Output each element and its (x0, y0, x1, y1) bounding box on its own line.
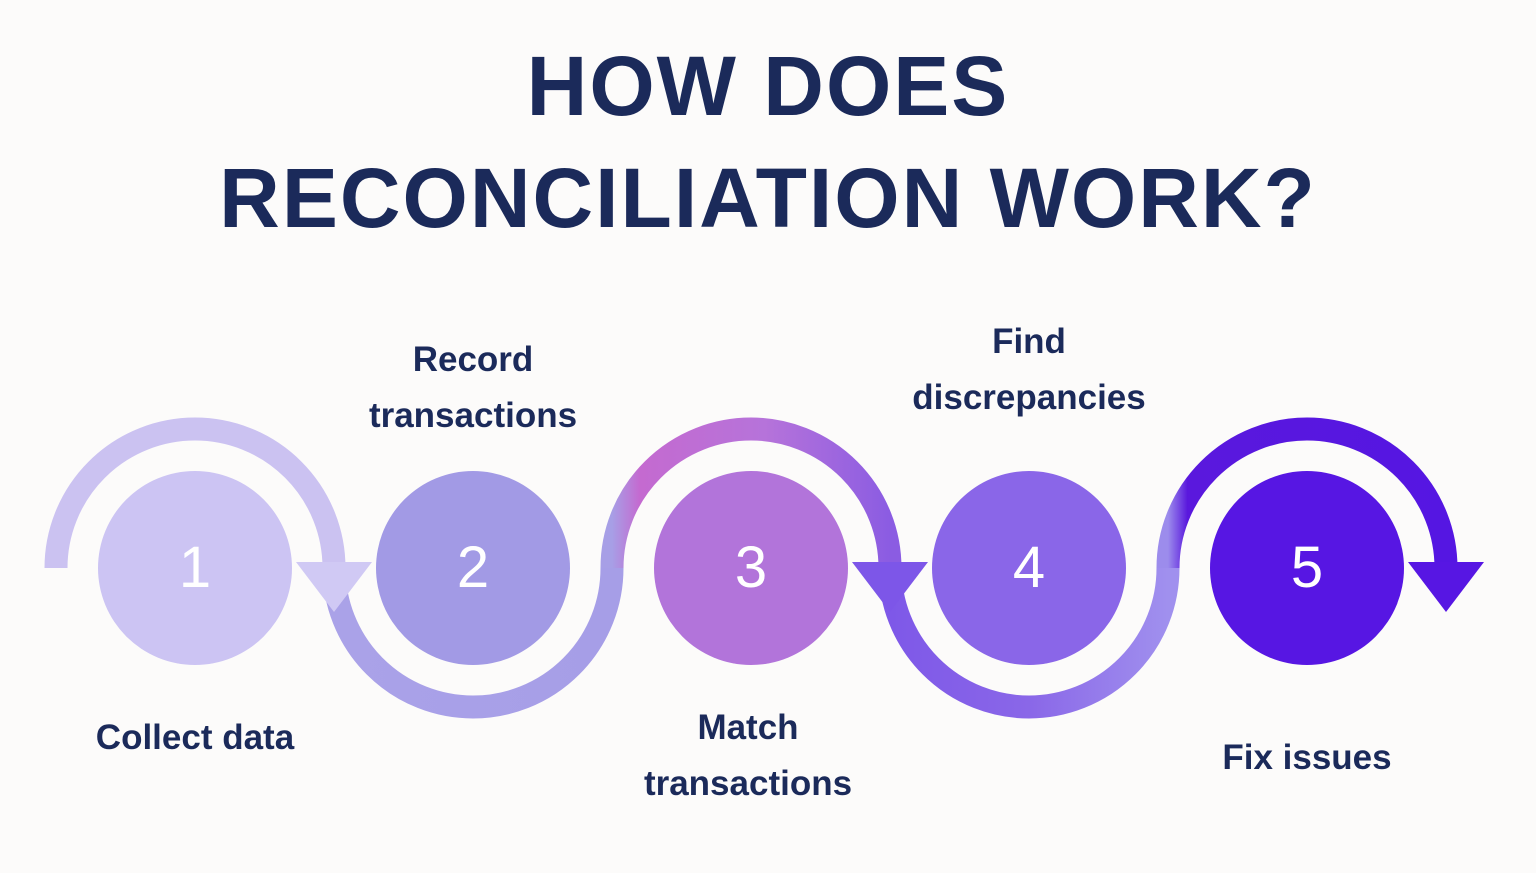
flow-arc-3 (600, 417, 902, 569)
flow-arrowhead-after-step-1 (296, 562, 372, 612)
step-circle-2: 2 (376, 471, 570, 665)
title-line-2: RECONCILIATION WORK? (219, 151, 1317, 245)
flow-arrowhead-after-step-3 (852, 562, 928, 612)
step-number-5: 5 (1290, 535, 1324, 600)
step-label-fix-issues: Fix issues (1222, 738, 1392, 777)
flow-arc-4 (878, 567, 1180, 719)
flow-arrowhead-after-step-5 (1408, 562, 1484, 612)
step-number-1: 1 (178, 535, 212, 600)
step-number-3: 3 (734, 535, 768, 600)
flow-arc-5 (1156, 417, 1458, 569)
flow-arc-1 (44, 417, 346, 569)
step-number-2: 2 (456, 535, 490, 600)
step-circle-1: 1 (98, 471, 292, 665)
step-circle-5: 5 (1210, 471, 1404, 665)
step-label-match-transactions: Match transactions (643, 708, 853, 803)
step-label-record-transactions: Record transactions (368, 340, 578, 435)
flow-arc-2 (322, 567, 624, 719)
infographic-title: HOW DOES RECONCILIATION WORK? (0, 30, 1536, 254)
step-label-collect-data: Collect data (95, 718, 295, 757)
step-label-find-discrepancies: Find discrepancies (912, 322, 1146, 417)
step-circle-3: 3 (654, 471, 848, 665)
step-circle-4: 4 (932, 471, 1126, 665)
title-line-1: HOW DOES (526, 39, 1010, 133)
step-number-4: 4 (1012, 535, 1046, 600)
